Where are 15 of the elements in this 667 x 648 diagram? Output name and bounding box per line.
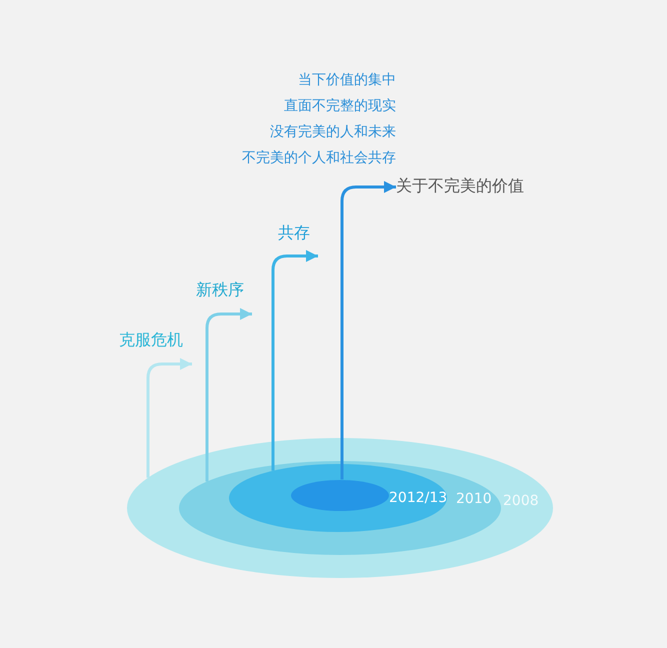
year-label: 2012/13 bbox=[389, 490, 448, 506]
arrow bbox=[146, 358, 192, 478]
arrow bbox=[206, 308, 252, 482]
note-text: 直面不完整的现实 bbox=[284, 97, 396, 115]
stage-label: 关于不完美的价值 bbox=[396, 176, 546, 198]
stage-label: 新秩序 bbox=[196, 280, 252, 314]
stage-label: 克服危机 bbox=[119, 330, 192, 364]
note-text: 没有完美的人和未来 bbox=[270, 123, 396, 141]
year-label: 2008 bbox=[503, 493, 539, 509]
arrow bbox=[340, 181, 396, 480]
arrow bbox=[272, 250, 318, 471]
note-text: 不完美的个人和社会共存 bbox=[242, 149, 396, 167]
year-label: 2010 bbox=[456, 491, 492, 507]
note-text: 当下价值的集中 bbox=[298, 71, 396, 89]
stage-label: 共存 bbox=[278, 223, 318, 256]
